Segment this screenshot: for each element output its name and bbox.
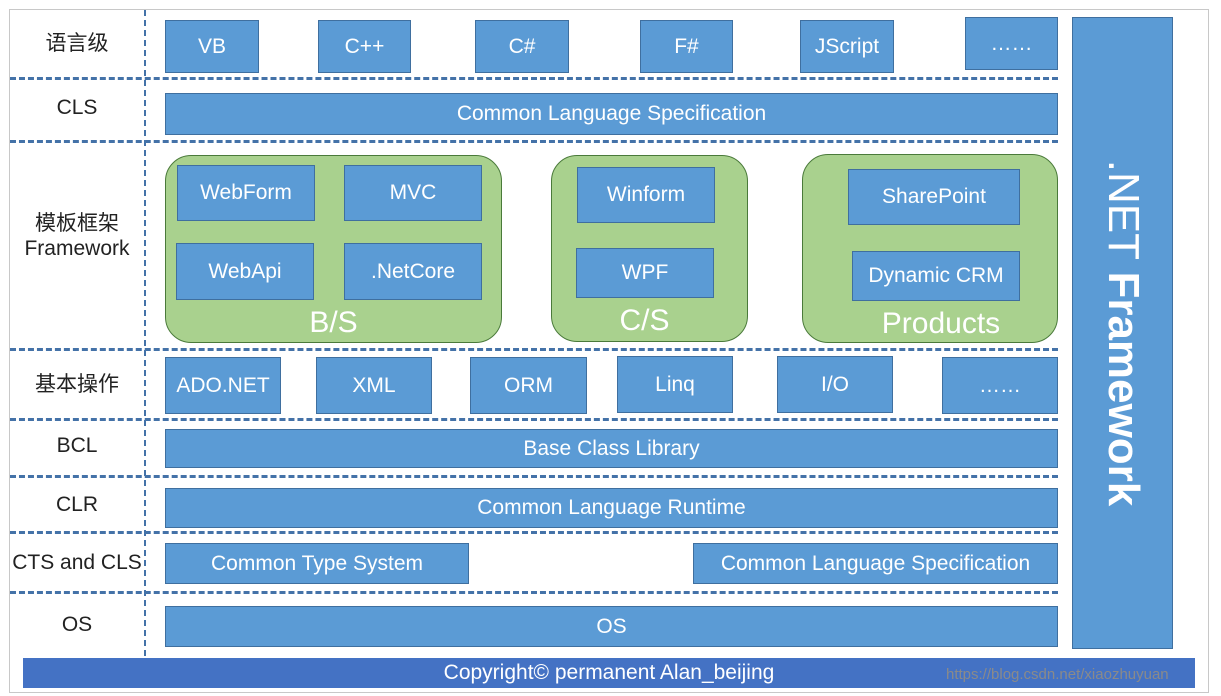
group-label-bs: B/S: [309, 306, 358, 339]
dotnet-framework-bar: .NET Framework: [1072, 17, 1173, 649]
diagram-frame: [9, 9, 1209, 693]
basic-box: Linq: [617, 356, 733, 413]
layer-label-basic: 基本操作: [35, 373, 119, 397]
dotnet-framework-title: .NET Framework: [1098, 160, 1148, 506]
framework-box: WebApi: [176, 243, 314, 300]
framework-box: SharePoint: [848, 169, 1020, 225]
language-box: ……: [965, 17, 1058, 70]
group-products: SharePoint Dynamic CRM Products: [802, 154, 1058, 343]
layer-label-clr: CLR: [55, 493, 98, 517]
layer-label-cts: CTS and CLS: [12, 551, 142, 575]
language-box: JScript: [800, 20, 894, 73]
language-box: C#: [475, 20, 569, 73]
framework-box: Winform: [577, 167, 715, 223]
divider: [10, 475, 1058, 478]
os-bar: OS: [165, 606, 1058, 647]
basic-box: ADO.NET: [165, 357, 281, 414]
framework-box: Dynamic CRM: [852, 251, 1020, 301]
basic-box: ORM: [470, 357, 587, 414]
divider: [10, 348, 1058, 351]
layer-label-cls: CLS: [56, 96, 98, 120]
layer-label-bcl: BCL: [56, 434, 98, 458]
framework-word: Framework: [1098, 271, 1148, 507]
clr-bar: Common Language Runtime: [165, 488, 1058, 528]
divider: [10, 418, 1058, 421]
basic-box: I/O: [777, 356, 893, 413]
layer-label-framework-line2: Framework: [24, 237, 130, 260]
framework-box: WPF: [576, 248, 714, 298]
language-box: C++: [318, 20, 411, 73]
group-label-cs: C/S: [619, 304, 670, 337]
label-column-divider: [144, 10, 146, 656]
language-box: VB: [165, 20, 259, 73]
language-box: F#: [640, 20, 733, 73]
framework-box: WebForm: [177, 165, 315, 221]
basic-box: XML: [316, 357, 432, 414]
layer-label-framework: 模板框架 Framework: [10, 196, 144, 276]
divider: [10, 77, 1058, 80]
cts-box: Common Type System: [165, 543, 469, 584]
dotnet-prefix: .NET: [1098, 159, 1148, 260]
layer-label-framework-line1: 模板框架: [35, 211, 119, 235]
cls-bar: Common Language Specification: [165, 93, 1058, 135]
layer-label-language: 语言级: [45, 32, 109, 56]
divider: [10, 531, 1058, 534]
layer-label-os: OS: [61, 613, 93, 637]
cls-box: Common Language Specification: [693, 543, 1058, 584]
group-cs: Winform WPF C/S: [551, 155, 748, 342]
basic-box: ……: [942, 357, 1058, 414]
framework-box: MVC: [344, 165, 482, 221]
group-bs: WebForm MVC WebApi .NetCore B/S: [165, 155, 502, 343]
bcl-bar: Base Class Library: [165, 429, 1058, 468]
copyright-bar: Copyright© permanent Alan_beijing: [23, 658, 1195, 688]
framework-box: .NetCore: [344, 243, 482, 300]
group-label-products: Products: [881, 307, 1001, 340]
divider: [10, 591, 1058, 594]
watermark: https://blog.csdn.net/xiaozhuyuan: [946, 666, 1169, 683]
divider: [10, 140, 1058, 143]
